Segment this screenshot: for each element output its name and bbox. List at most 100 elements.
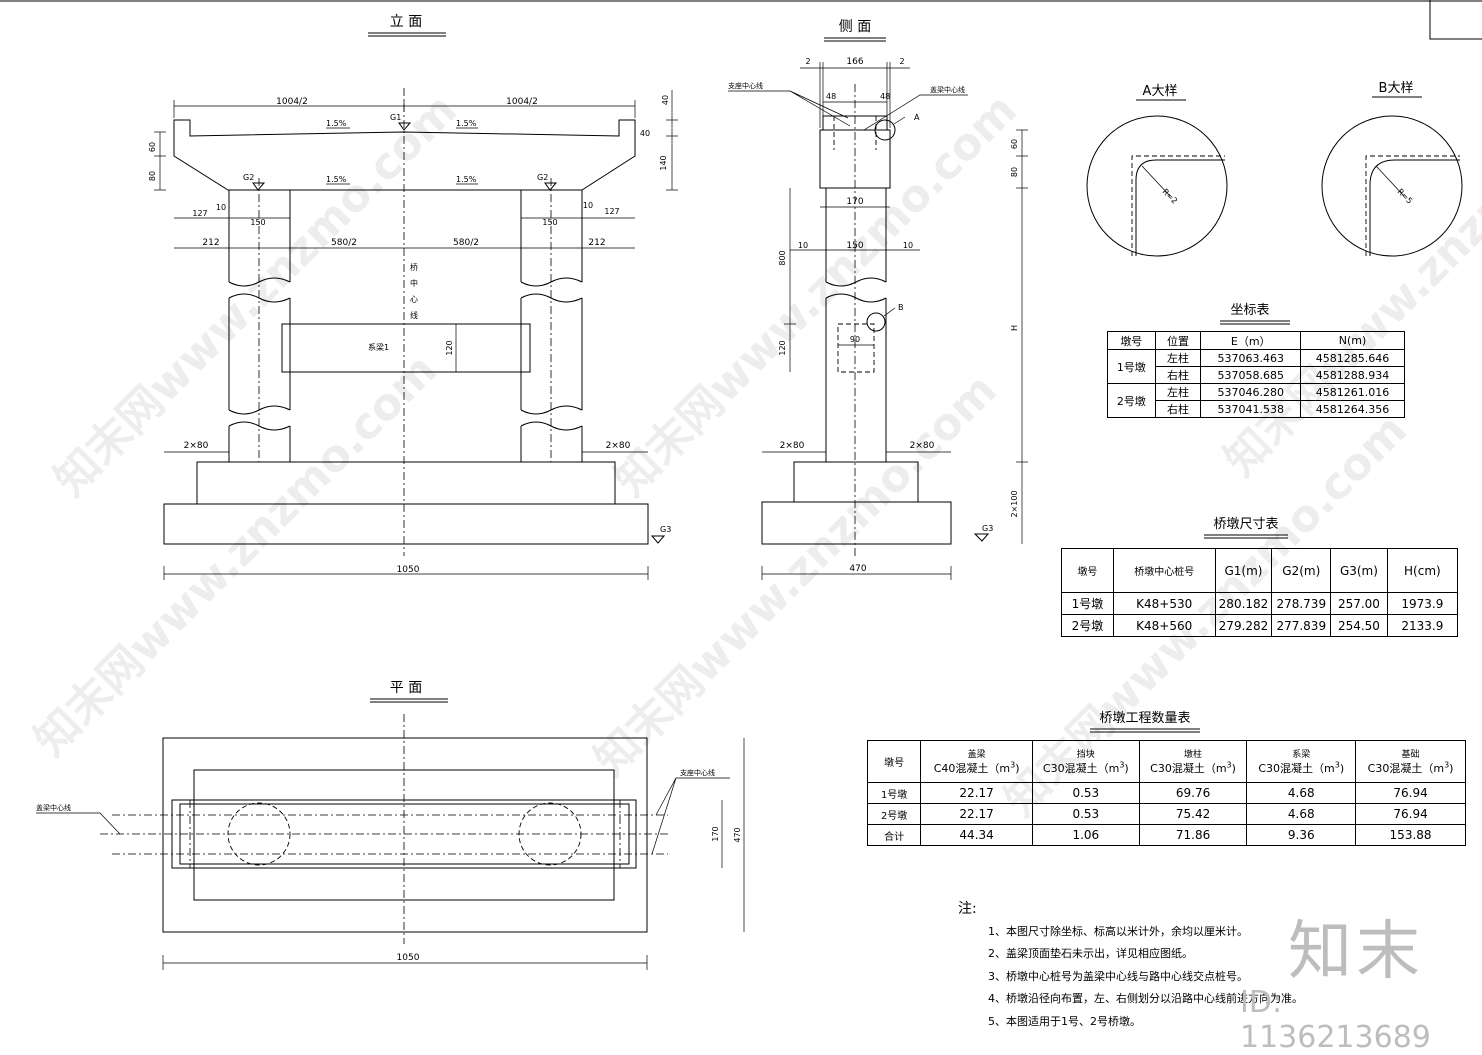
table-row: 1号墩 左柱 537063.463 4581285.646: [1107, 349, 1405, 384]
svg-text:10: 10: [903, 241, 913, 250]
side-title: 侧 面: [839, 19, 871, 35]
dim-half-left: 1004/2: [276, 97, 308, 107]
detail-a: A大样 R=2: [1086, 84, 1228, 257]
svg-text:2×80: 2×80: [184, 441, 209, 451]
plan-capbeam-label: 盖梁中心线: [36, 803, 71, 812]
svg-text:A大样: A大样: [1143, 84, 1178, 99]
support-centerline-label: 支座中心线: [728, 81, 763, 90]
table-row: 右柱 537058.685 4581288.934: [1108, 366, 1405, 384]
note-item: 5、本图适用于1号、2号桥墩。: [988, 1014, 1141, 1028]
coord-table-title: 坐标表: [1230, 303, 1269, 318]
svg-text:心: 心: [410, 295, 418, 304]
svg-text:1.5%: 1.5%: [456, 175, 477, 184]
g2-left-label: G2: [243, 173, 254, 182]
svg-text:470: 470: [733, 827, 742, 842]
svg-text:140: 140: [659, 155, 668, 170]
dim-half-right: 1004/2: [506, 97, 538, 107]
plan-title: 平 面: [390, 680, 422, 696]
svg-text:1.5%: 1.5%: [326, 119, 347, 128]
g1-label: G1: [390, 113, 401, 122]
svg-text:60: 60: [1010, 139, 1019, 149]
svg-text:线: 线: [410, 310, 418, 320]
bridge-center-line-label: 桥 中 心 线: [410, 262, 418, 320]
coord-table: 墩号 位置 E（m） N(m) 1号墩 左柱 537063.463 458128…: [1107, 331, 1405, 418]
svg-text:2: 2: [899, 57, 904, 66]
svg-text:80: 80: [148, 171, 157, 181]
plan-support-label: 支座中心线: [680, 768, 715, 777]
svg-text:B大样: B大样: [1379, 81, 1414, 96]
svg-text:2×80: 2×80: [780, 441, 805, 451]
svg-text:127: 127: [192, 209, 207, 218]
svg-text:10: 10: [216, 203, 226, 212]
svg-text:中: 中: [410, 278, 418, 288]
svg-text:1.5%: 1.5%: [456, 119, 477, 128]
svg-text:H: H: [1010, 325, 1019, 331]
svg-text:60: 60: [148, 142, 157, 152]
svg-text:580/2: 580/2: [453, 238, 479, 248]
svg-text:166: 166: [846, 57, 863, 67]
svg-text:120: 120: [778, 340, 787, 355]
tie-beam-label: 系梁1: [368, 342, 389, 352]
svg-text:800: 800: [778, 250, 787, 265]
svg-text:R=2: R=2: [1161, 187, 1180, 206]
table-row: 右柱 537041.538 4581264.356: [1108, 400, 1405, 418]
svg-text:40: 40: [661, 95, 670, 105]
svg-text:212: 212: [202, 238, 219, 248]
svg-text:120: 120: [445, 340, 454, 355]
svg-text:150: 150: [846, 241, 863, 251]
svg-text:2×80: 2×80: [910, 441, 935, 451]
elevation-view: 立 面 系梁1 桥 中 心 线 1004/2 1004/2: [148, 14, 678, 580]
svg-text:127: 127: [604, 207, 619, 216]
qty-table-title: 桥墩工程数量表: [1099, 711, 1190, 726]
svg-text:1.5%: 1.5%: [326, 175, 347, 184]
plan-total-width: 1050: [397, 953, 420, 963]
svg-text:G3: G3: [982, 524, 993, 533]
plan-view: 平 面 盖梁中心线 支座中心线 170 470 1050: [36, 680, 745, 970]
svg-text:48: 48: [880, 92, 890, 101]
elevation-total-width: 1050: [397, 565, 420, 575]
capbeam-centerline-label: 盖梁中心线: [930, 85, 965, 94]
svg-text:2×80: 2×80: [606, 441, 631, 451]
svg-text:10: 10: [798, 241, 808, 250]
svg-text:10: 10: [583, 201, 593, 210]
note-item: 3、桥墩中心桩号为盖梁中心线与路中心线交点桩号。: [988, 969, 1248, 983]
svg-text:R=5: R=5: [1396, 187, 1415, 206]
notes: 注: 1、本图尺寸除坐标、标高以米计外，余均以厘米计。 2、盖梁顶面垫石未示出，…: [958, 898, 1303, 1033]
brand-logo: 知末: [1288, 915, 1424, 989]
svg-text:40: 40: [640, 129, 650, 138]
note-item: 1、本图尺寸除坐标、标高以米计外，余均以厘米计。: [988, 924, 1248, 938]
svg-text:150: 150: [542, 218, 557, 227]
svg-text:G3: G3: [660, 525, 671, 534]
svg-text:170: 170: [711, 826, 720, 841]
svg-text:212: 212: [588, 238, 605, 248]
side-view: 侧 面 2 166 2 48 48 支座中心线 盖梁中心线 A 170 10 1…: [728, 19, 1028, 580]
svg-text:80: 80: [1010, 167, 1019, 177]
table-row: 2号墩 左柱 537046.280 4581261.016: [1107, 383, 1405, 418]
elevation-title: 立 面: [390, 14, 422, 30]
svg-text:90: 90: [850, 335, 860, 344]
g2-right-label: G2: [537, 173, 548, 182]
side-total-width: 470: [849, 564, 866, 574]
note-item: 4、桥墩沿径向布置，左、右侧划分以沿路中心线前进方向为准。: [988, 992, 1303, 1005]
svg-text:170: 170: [846, 197, 863, 207]
brand-id: ID: 1136213689: [1240, 985, 1431, 1055]
note-item: 2、盖梁顶面垫石未示出，详见相应图纸。: [988, 947, 1193, 960]
svg-text:150: 150: [250, 218, 265, 227]
svg-text:2×100: 2×100: [1010, 490, 1019, 517]
detail-b: B大样 R=5: [1321, 81, 1463, 257]
svg-text:桥: 桥: [410, 262, 418, 272]
callout-b: B: [898, 303, 904, 312]
notes-heading: 注:: [958, 901, 977, 917]
size-table-title: 桥墩尺寸表: [1213, 517, 1278, 532]
svg-text:580/2: 580/2: [331, 238, 357, 248]
svg-text:2: 2: [805, 57, 810, 66]
svg-text:48: 48: [826, 92, 836, 101]
